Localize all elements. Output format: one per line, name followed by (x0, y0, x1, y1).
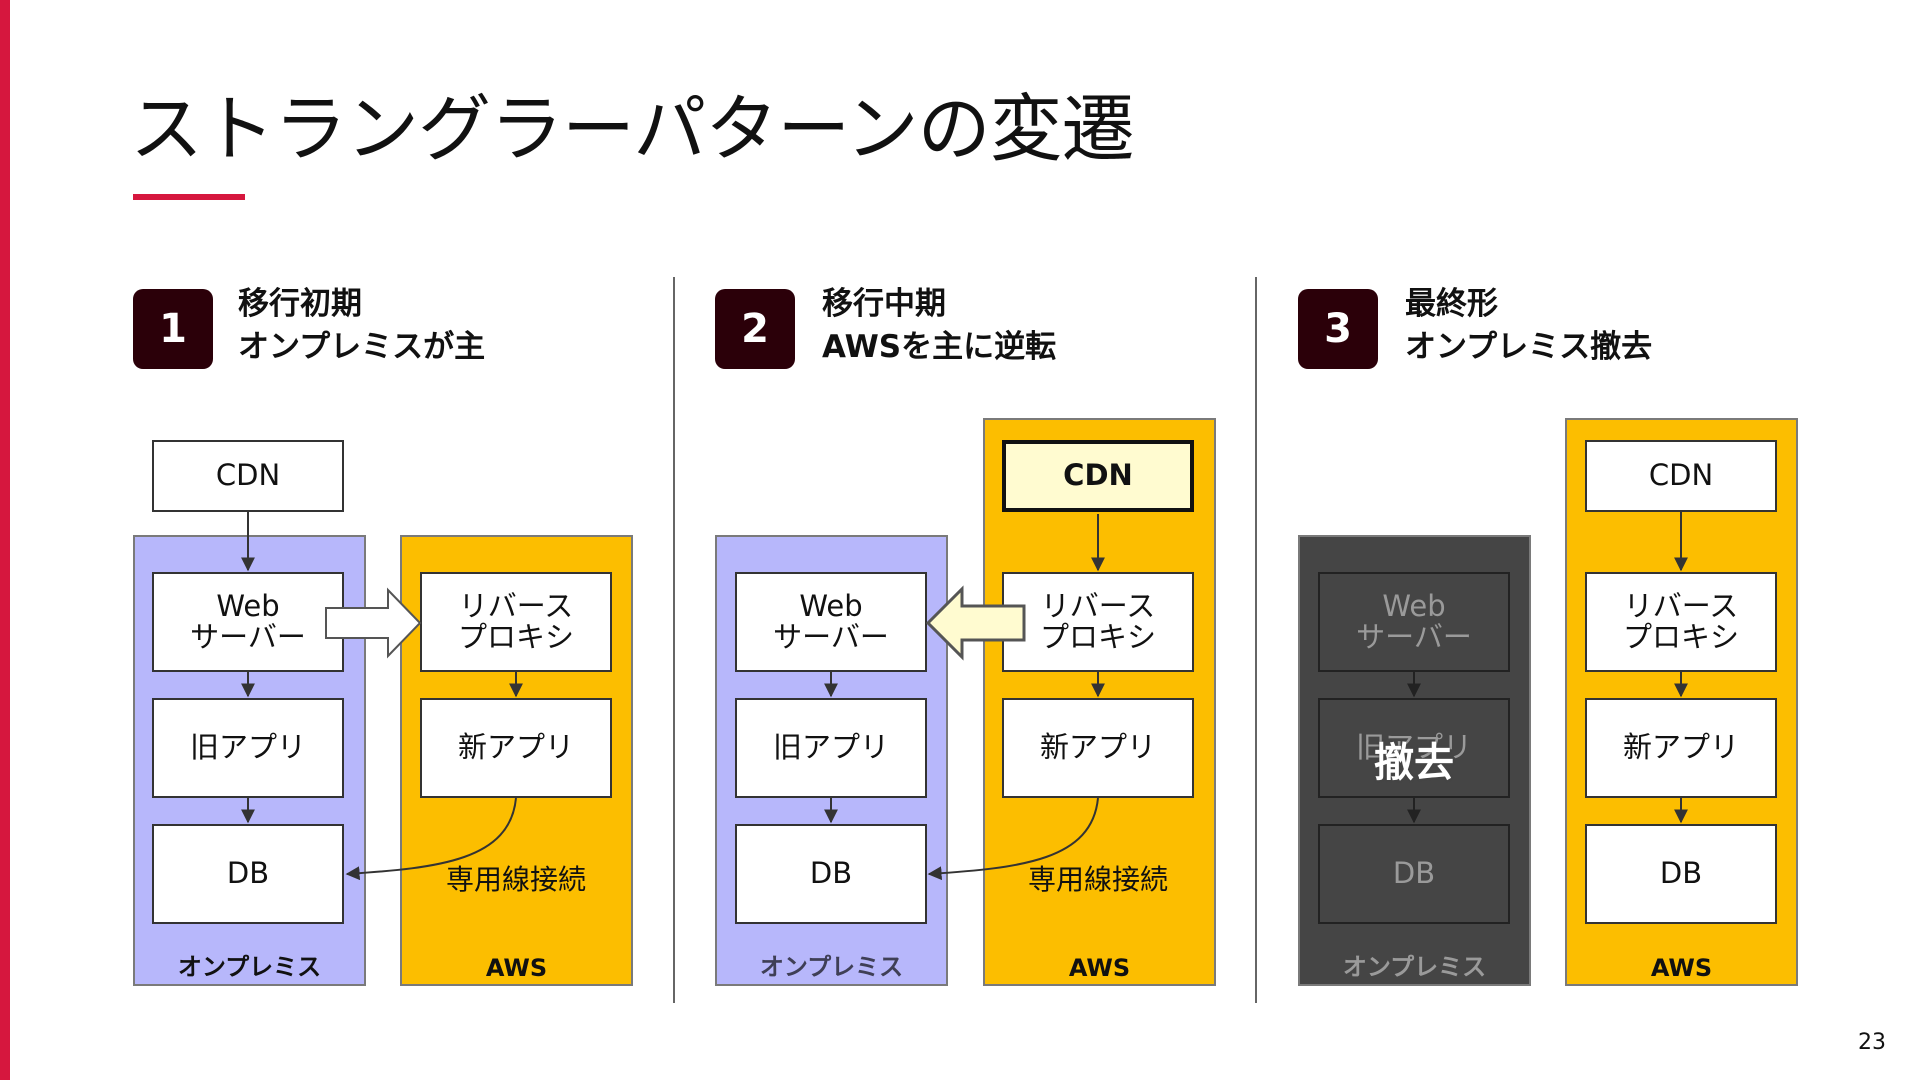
page-number: 23 (1858, 1030, 1886, 1055)
phase-1-new-app-text: 新アプリ (457, 730, 574, 765)
slide-accent-bar (0, 0, 10, 1080)
phase-3-cdn-text: CDN (1648, 458, 1714, 493)
phase-1-new-app-box: 新アプリ (420, 698, 612, 798)
phase-3-reverse-proxy-box: リバースプロキシ (1585, 572, 1777, 672)
phase-3-aws-label: AWS (1650, 954, 1713, 982)
phase-3-db-box: DB (1585, 824, 1777, 924)
phase-2-onprem-label: オンプレミス (759, 953, 904, 981)
phase-divider-2 (1255, 277, 1257, 1003)
phase-2-old-app-text: 旧アプリ (772, 730, 889, 765)
phase-2-proxy-line1: リバース (1040, 588, 1156, 623)
phase-1-number-badge: 1 (133, 289, 213, 369)
slide-title: ストラングラーパターンの変遷 (130, 87, 1135, 172)
phase-2-new-app-box: 新アプリ (1002, 698, 1194, 798)
phase-2-db-text: DB (809, 856, 853, 891)
phase-3-heading-line2: オンプレミス撤去 (1405, 328, 1653, 365)
phase-3-proxy-line1: リバース (1623, 588, 1739, 623)
phase-2-db-box: DB (735, 824, 927, 924)
phase-1-db-box: DB (152, 824, 344, 924)
phase-2-cdn-box-highlighted: CDN (1002, 440, 1194, 512)
phase-2-number-badge: 2 (715, 289, 795, 369)
phase-3-onprem-label: オンプレミス (1342, 953, 1487, 981)
phase-1-proxy-line1: リバース (458, 588, 574, 623)
phase-3-new-app-text: 新アプリ (1622, 730, 1739, 765)
phase-divider-1 (673, 277, 675, 1003)
phase-2-cdn-text: CDN (1063, 458, 1133, 493)
phase-2-new-app-text: 新アプリ (1039, 730, 1156, 765)
phase-2-aws-label: AWS (1068, 954, 1131, 982)
phase-3-new-app-box: 新アプリ (1585, 698, 1777, 798)
phase-1-aws-label: AWS (485, 954, 548, 982)
phase-1-heading: 移行初期 オンプレミスが主 (238, 283, 485, 369)
phase-2-web-line2: サーバー (773, 620, 889, 654)
phase-3-web-line2: サーバー (1356, 620, 1472, 654)
phase-1-onprem-label: オンプレミス (177, 953, 322, 981)
phase-1-dedicated-line-label: 専用線接続 (446, 863, 587, 896)
phase-1-web-line1: Web (216, 588, 280, 623)
phase-3-db-text: DB (1392, 856, 1436, 891)
phase-2-heading-line2: AWSを主に逆転 (822, 328, 1057, 365)
phase-2-dedicated-line-label: 専用線接続 (1028, 863, 1169, 896)
title-underline (133, 194, 245, 200)
phase-3-web-line1: Web (1382, 588, 1446, 623)
phase-2-heading-line1: 移行中期 (822, 286, 946, 322)
phase-1-heading-line2: オンプレミスが主 (238, 328, 486, 365)
phase-1-old-app-text: 旧アプリ (189, 730, 306, 765)
phase-2-heading: 移行中期 AWSを主に逆転 (822, 283, 1056, 369)
phase-1-old-app-box: 旧アプリ (152, 698, 344, 798)
phase-3-proxy-line2: プロキシ (1622, 620, 1739, 654)
phase-1-cdn-text: CDN (215, 458, 281, 493)
phase-3-heading: 最終形 オンプレミス撤去 (1405, 283, 1652, 369)
phase-3-cdn-box: CDN (1585, 440, 1777, 512)
phase-2-web-line1: Web (799, 588, 863, 623)
phase-1-proxy-line2: プロキシ (457, 620, 574, 654)
phase-1-reverse-proxy-box: リバースプロキシ (420, 572, 612, 672)
phase-1-cdn-box: CDN (152, 440, 344, 512)
phase-1-web-line2: サーバー (190, 620, 306, 654)
phase-3-old-app-text: 旧アプリ (1355, 730, 1472, 765)
phase-3-heading-line1: 最終形 (1405, 286, 1498, 322)
phase-2-proxy-line2: プロキシ (1039, 620, 1156, 654)
phase-3-number-badge: 3 (1298, 289, 1378, 369)
phase-3-aws-db-text: DB (1659, 856, 1703, 891)
phase-3-db-box-removed: DB (1318, 824, 1510, 924)
phase-2-reverse-proxy-box: リバースプロキシ (1002, 572, 1194, 672)
phase-2-old-app-box: 旧アプリ (735, 698, 927, 798)
phase-3-removed-label: 撤去 (1374, 740, 1454, 786)
phase-1-heading-line1: 移行初期 (238, 286, 362, 322)
phase-3-old-app-box-removed: 旧アプリ (1318, 698, 1510, 798)
phase-1-db-text: DB (226, 856, 270, 891)
